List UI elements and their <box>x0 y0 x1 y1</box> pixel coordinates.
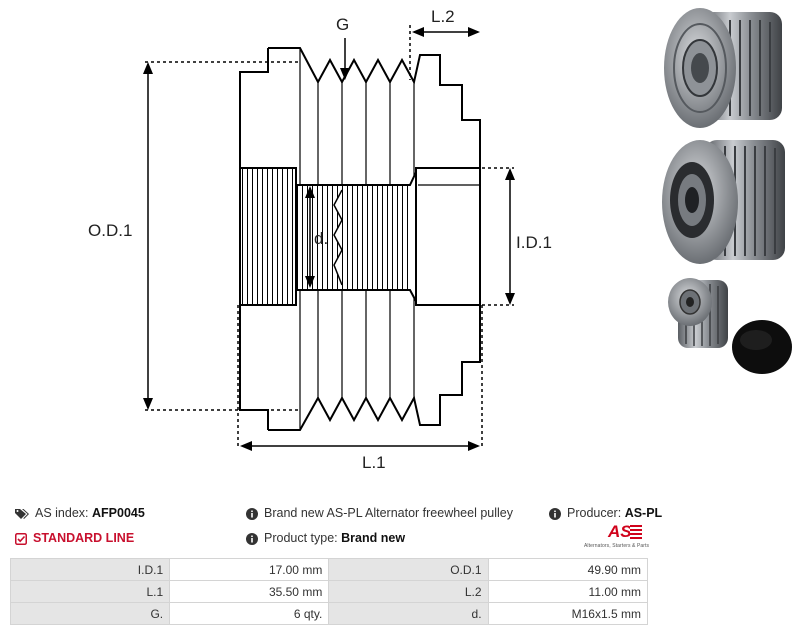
logo-bars <box>630 525 642 539</box>
spec-value: M16x1.5 mm <box>487 602 649 625</box>
pulley-rear-photo <box>662 140 785 264</box>
description: Brand new AS-PL Alternator freewheel pul… <box>246 506 513 520</box>
as-index-value: AFP0045 <box>92 506 145 520</box>
as-index: AS index: AFP0045 <box>15 506 145 520</box>
pulley-front-photo <box>664 8 782 128</box>
spec-value: 49.90 mm <box>487 558 649 581</box>
info-icon <box>246 507 258 520</box>
producer-label: Producer: <box>567 506 622 520</box>
pulley-cap-photo <box>668 278 792 374</box>
spec-value: 11.00 mm <box>487 580 649 603</box>
checkbox-icon <box>15 532 27 545</box>
spec-value: 6 qty. <box>169 602 330 625</box>
product-type-value: Brand new <box>341 531 406 545</box>
label-id1: I.D.1 <box>516 233 552 252</box>
producer: Producer: AS-PL <box>549 506 662 520</box>
as-index-label: AS index: <box>35 506 89 520</box>
spec-label: L.2 <box>328 580 489 603</box>
product-photos <box>662 8 792 374</box>
tags-icon <box>15 508 29 519</box>
label-od1: O.D.1 <box>88 221 132 240</box>
logo-mark: AS <box>608 522 632 541</box>
as-pl-logo: AS Alternators, Starters & Parts <box>578 522 650 552</box>
technical-drawing: G L.2 O.D.1 I.D.1 d. L.1 <box>88 7 552 472</box>
label-l1: L.1 <box>362 453 386 472</box>
description-text: Brand new AS-PL Alternator freewheel pul… <box>264 506 513 520</box>
spec-label: O.D.1 <box>328 558 489 581</box>
label-d: d. <box>314 229 328 248</box>
table-row: G.6 qty.d.M16x1.5 mm <box>9 602 649 625</box>
spec-value: 17.00 mm <box>169 558 330 581</box>
info-icon <box>246 532 258 545</box>
spec-label: G. <box>9 602 171 625</box>
label-g: G <box>336 15 349 34</box>
spec-label: I.D.1 <box>9 558 171 581</box>
standard-line-text: STANDARD LINE <box>33 531 135 545</box>
producer-value: AS-PL <box>624 506 663 520</box>
product-type: Product type: Brand new <box>246 531 405 545</box>
product-type-label: Product type: <box>264 531 338 545</box>
info-icon <box>549 507 561 520</box>
spec-label: L.1 <box>9 580 171 603</box>
label-l2: L.2 <box>431 7 455 26</box>
logo-tagline: Alternators, Starters & Parts <box>584 543 650 549</box>
spec-label: d. <box>328 602 489 625</box>
spec-value: 35.50 mm <box>169 580 330 603</box>
standard-line: STANDARD LINE <box>15 531 134 545</box>
